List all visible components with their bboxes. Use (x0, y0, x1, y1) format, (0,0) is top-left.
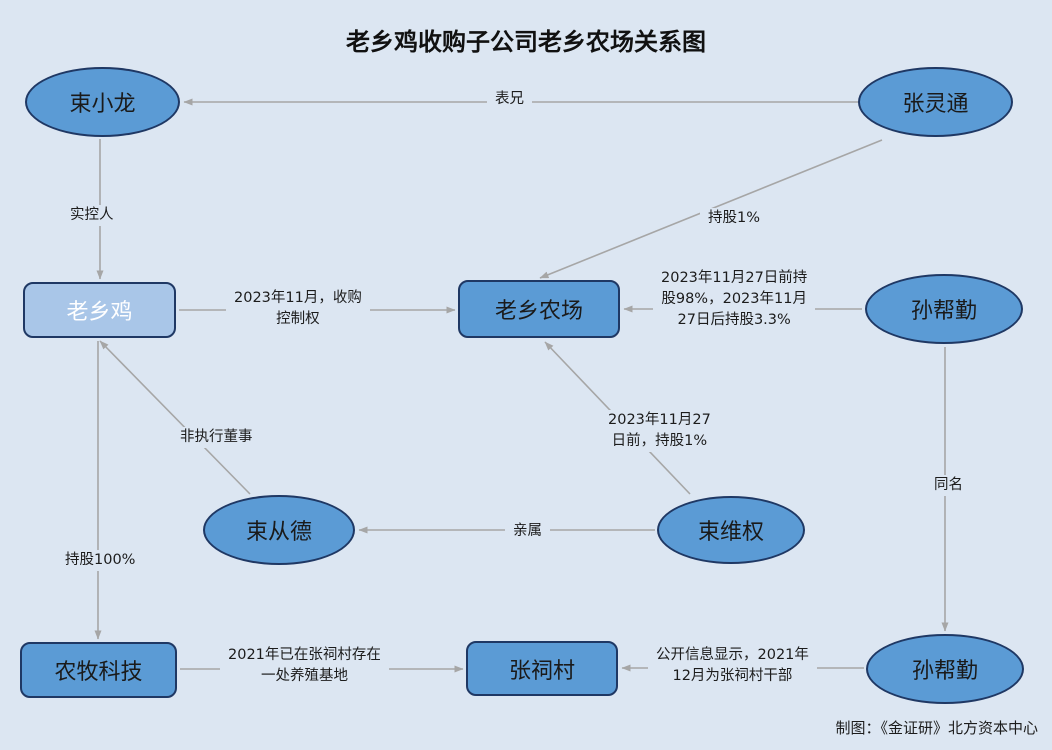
edge-label-zhang-holds-1pct: 持股1% (700, 208, 769, 230)
edge-label-non-exec-director: 非执行董事 (172, 427, 261, 449)
edge-label-same-name: 同名 (926, 475, 971, 497)
edge-label-relative: 亲属 (505, 521, 550, 543)
node-nongmu_keji[interactable]: 农牧科技 (20, 642, 177, 698)
node-label: 孙帮勤 (911, 659, 978, 684)
node-shu_xiaolong[interactable]: 束小龙 (25, 67, 180, 137)
node-laoxiangji[interactable]: 老乡鸡 (23, 282, 176, 338)
node-shu_congde[interactable]: 束从德 (203, 495, 355, 565)
node-zhangci_cun[interactable]: 张祠村 (466, 641, 618, 696)
node-label: 农牧科技 (54, 660, 143, 685)
edge-label-shu-weiquan-holding: 2023年11月27 日前，持股1% (600, 410, 719, 453)
credit-line: 制图：《金证研》北方资本中心 (835, 719, 1038, 737)
node-label: 张灵通 (902, 92, 969, 117)
node-label: 束从德 (245, 520, 312, 545)
node-label: 束维权 (697, 520, 764, 545)
edge-label-cousin: 表兄 (487, 89, 532, 111)
page-title: 老乡鸡收购子公司老乡农场关系图 (346, 28, 706, 56)
node-label: 张祠村 (508, 658, 575, 684)
node-label: 束小龙 (69, 92, 136, 117)
node-label: 孙帮勤 (910, 299, 977, 324)
node-laoxiang_farm[interactable]: 老乡农场 (458, 280, 620, 338)
node-label: 老乡农场 (494, 299, 583, 324)
node-sun_bangqin_1[interactable]: 孙帮勤 (865, 274, 1023, 344)
edge-label-village-cadre: 公开信息显示，2021年 12月为张祠村干部 (648, 645, 817, 688)
edge-label-breeding-base: 2021年已在张祠村存在 一处养殖基地 (220, 645, 389, 688)
edge-label-hold-100: 持股100% (57, 550, 144, 572)
node-sun_bangqin_2[interactable]: 孙帮勤 (866, 634, 1024, 704)
node-shu_weiquan[interactable]: 束维权 (657, 496, 805, 564)
edge-label-acquire-control: 2023年11月，收购 控制权 (226, 288, 370, 331)
edge-label-sun-holding: 2023年11月27日前持 股98%，2023年11月 27日后持股3.3% (653, 268, 816, 332)
node-zhang_lingtong[interactable]: 张灵通 (858, 67, 1013, 137)
node-label: 老乡鸡 (66, 300, 133, 325)
edge-non-exec-director (99, 340, 251, 495)
edge-label-actual-controller: 实控人 (62, 205, 122, 227)
